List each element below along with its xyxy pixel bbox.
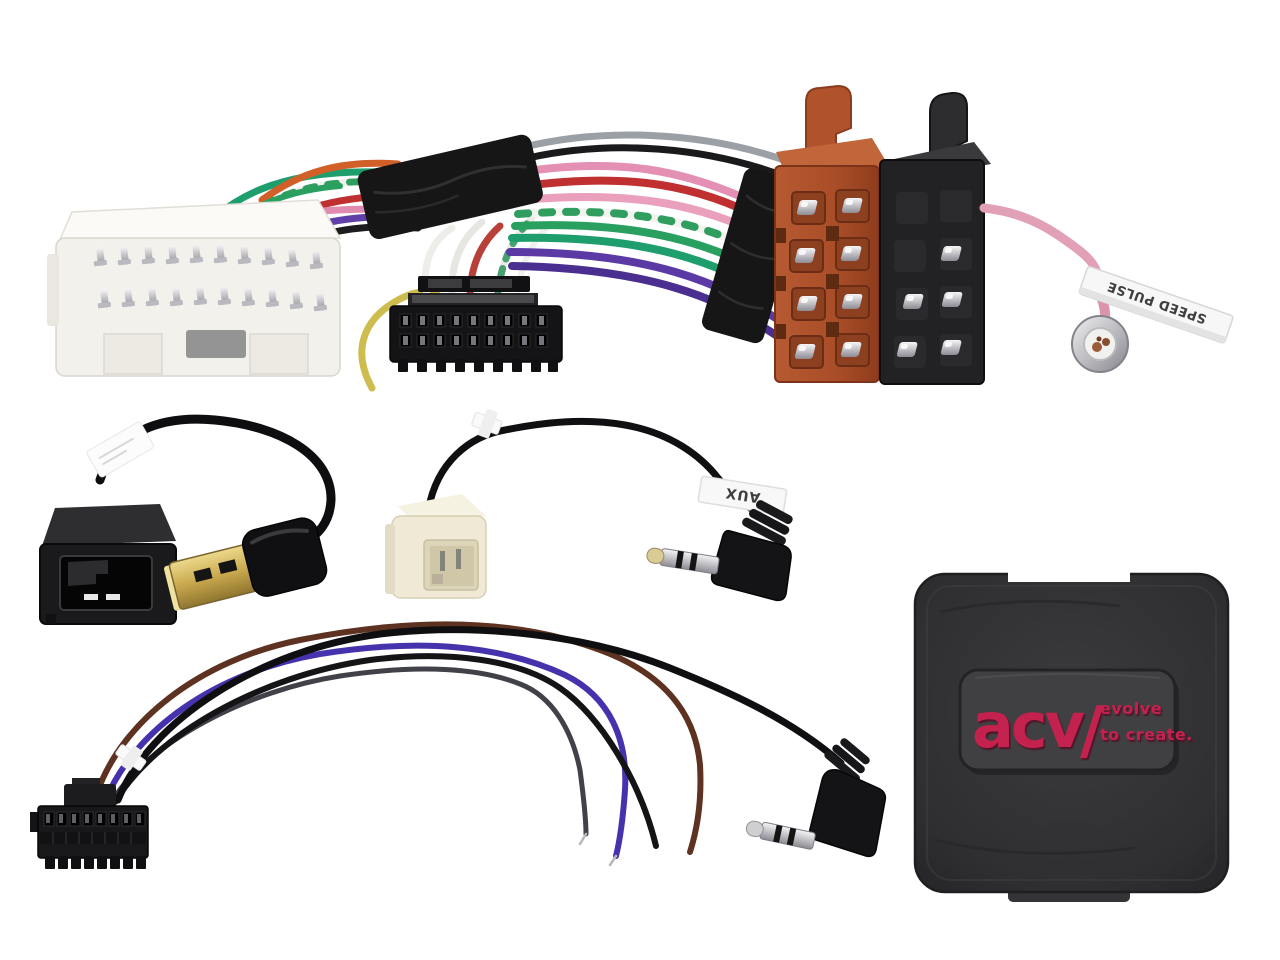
swc-cable-tie [115,744,147,771]
usb-vehicle-socket [39,504,177,625]
aux-retention-cable: AUX [385,409,793,602]
aux-connector-pin [456,549,461,569]
usb-retention-cable [39,414,336,625]
aux-cable-tie [471,409,503,439]
brand-logo-text: acv [972,689,1085,762]
swc-harness [30,621,887,869]
swc-connector [30,778,149,869]
interface-module-box: acv / evolve to create. [913,570,1230,902]
iso-plug-black [879,91,991,385]
usb-a-plug [163,517,328,611]
vehicle-connector-white [47,199,342,377]
swc-jack-tip [745,820,816,850]
tape-wrap-left [357,134,543,239]
module-top-notch [1008,570,1130,582]
speed-pulse-lead: SPEED PULSE [979,203,1234,373]
aux-label: AUX [724,484,762,505]
brand-plaque: acv / evolve to create. [958,668,1193,775]
aux-jack-tip [646,547,720,575]
brand-slash: / [1080,694,1104,768]
plug-teeth [398,359,558,372]
swc-wires [93,621,845,867]
headunit-plug-black [389,276,563,372]
main-iso-harness: SPEED PULSE [47,84,1234,392]
usb-contact-hole [193,567,213,583]
keying-tab [186,330,246,358]
aux-jack-plug [646,500,793,602]
aux-connector-pin [440,551,445,571]
brand-tagline-line2: to create. [1100,725,1193,744]
brand-tagline-line1: evolve [1100,699,1162,718]
usb-contact-hole [218,559,238,575]
usb-cable-flag [86,421,155,478]
iso-plug-orange [774,84,890,383]
aux-vehicle-connector [385,494,487,599]
ring-terminal [1071,315,1129,373]
swc-jack-plug [745,738,887,858]
